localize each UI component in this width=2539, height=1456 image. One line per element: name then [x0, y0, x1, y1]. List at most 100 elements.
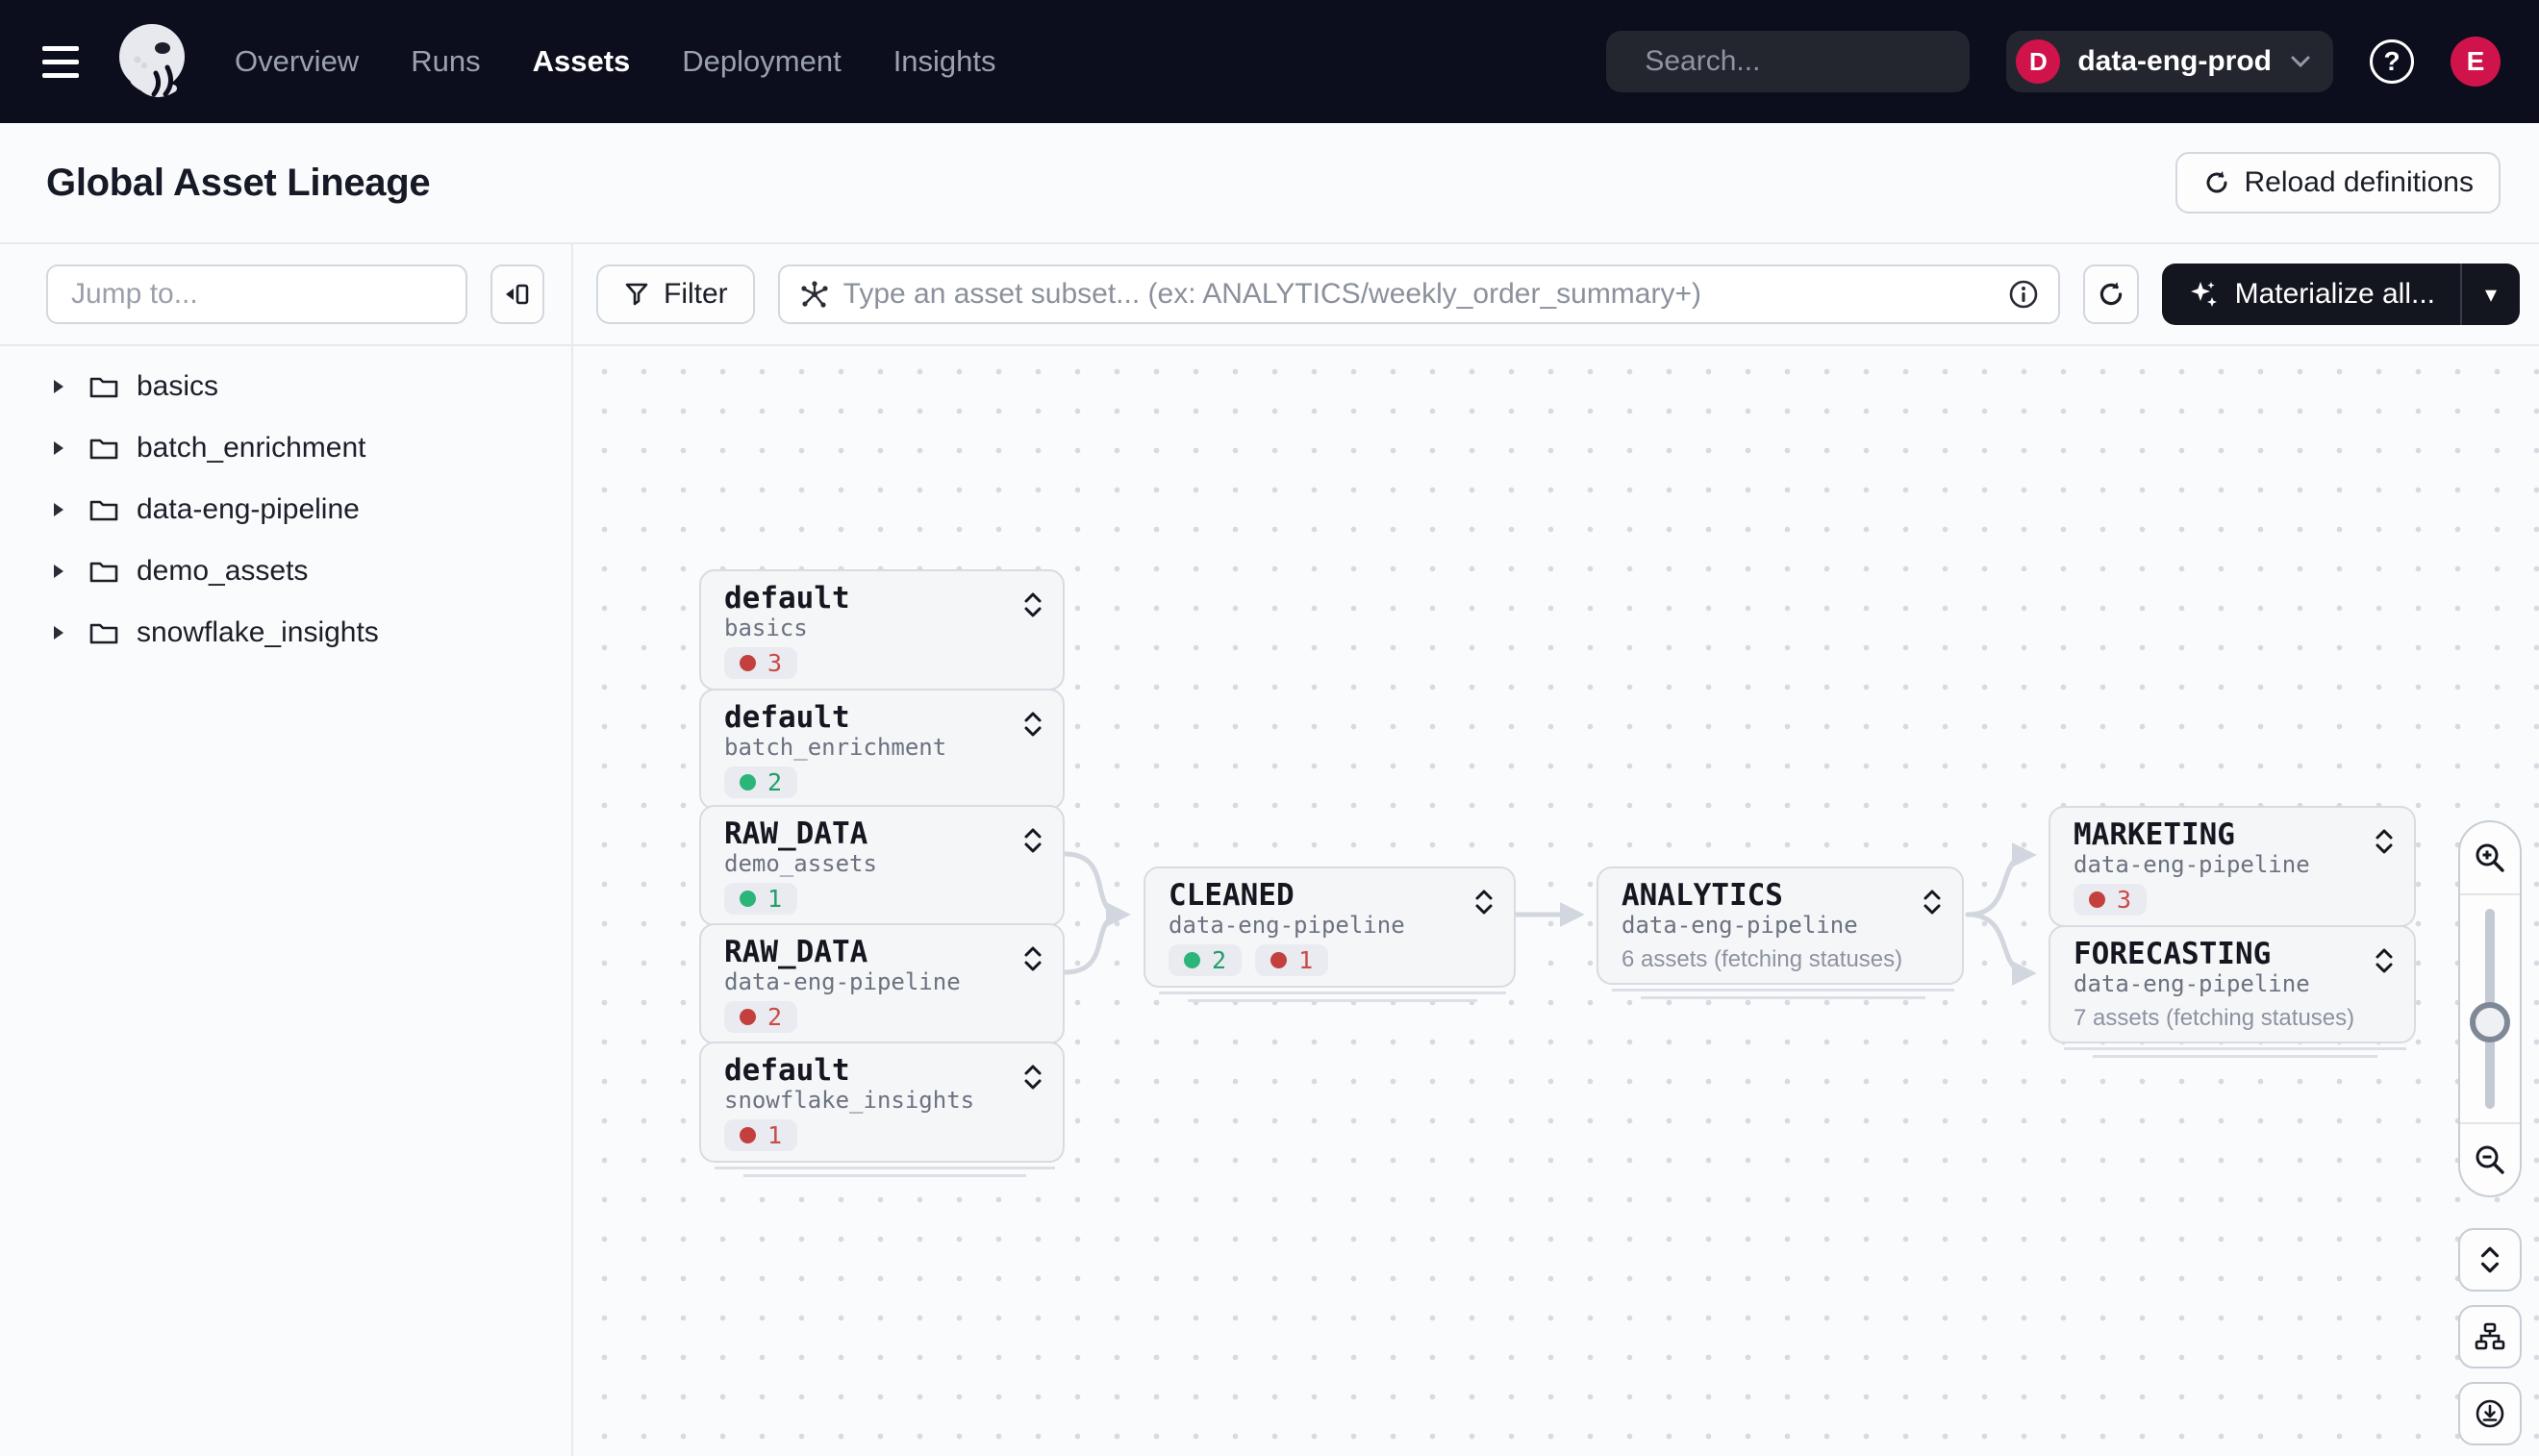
folder-icon — [88, 496, 119, 523]
graph-toolbar: Filter — [573, 244, 2539, 344]
group-node-subtitle: snowflake_insights — [724, 1087, 975, 1114]
group-label: data-eng-pipeline — [137, 493, 360, 525]
caret-down-icon: ▾ — [2484, 281, 2498, 308]
materialize-all-label: Materialize all... — [2234, 278, 2435, 310]
asset-subset-input[interactable] — [842, 278, 1995, 311]
group-node-default-snowflake-insights[interactable]: default snowflake_insights 1 — [699, 1042, 1065, 1177]
zoom-out-icon — [2476, 1145, 2504, 1174]
collapse-panel-icon — [506, 284, 529, 305]
group-node-title: RAW_DATA — [724, 935, 868, 969]
group-node-cleaned[interactable]: CLEANED data-eng-pipeline 2 1 — [1144, 866, 1516, 1002]
folder-icon — [88, 619, 119, 646]
expand-group-icon[interactable] — [1020, 944, 1045, 973]
group-node-marketing[interactable]: MARKETING data-eng-pipeline 3 — [2049, 806, 2416, 941]
expand-group-icon[interactable] — [1020, 826, 1045, 855]
lineage-canvas[interactable]: default basics 3 default batch_enrichmen… — [573, 346, 2539, 1456]
nav-runs[interactable]: Runs — [411, 44, 481, 78]
expand-group-icon[interactable] — [2372, 827, 2397, 856]
sidebar-item-snowflake-insights[interactable]: snowflake_insights — [0, 602, 571, 664]
stack-line — [743, 1174, 1026, 1177]
caret-right-icon[interactable] — [50, 439, 71, 458]
materialize-options-button[interactable]: ▾ — [2460, 264, 2520, 325]
group-node-forecasting[interactable]: FORECASTING data-eng-pipeline 7 assets (… — [2049, 925, 2416, 1058]
success-dot-icon — [1184, 952, 1200, 968]
download-image-button[interactable] — [2458, 1382, 2522, 1445]
page-header: Global Asset Lineage Reload definitions — [0, 123, 2539, 244]
filter-label: Filter — [664, 278, 728, 310]
zoom-out-button[interactable] — [2460, 1122, 2520, 1195]
zoom-slider-handle[interactable] — [2470, 1002, 2510, 1043]
zoom-in-icon — [2476, 843, 2504, 872]
relayout-graph-button[interactable] — [2458, 1305, 2522, 1368]
caret-right-icon[interactable] — [50, 377, 71, 396]
sidebar-item-basics[interactable]: basics — [0, 356, 571, 417]
group-node-default-batch-enrichment[interactable]: default batch_enrichment 2 — [699, 689, 1065, 824]
collapse-sidebar-button[interactable] — [490, 264, 544, 324]
info-icon[interactable] — [2008, 279, 2039, 310]
expand-group-icon[interactable] — [1020, 710, 1045, 739]
nav-assets[interactable]: Assets — [532, 44, 631, 78]
group-node-default-basics[interactable]: default basics 3 — [699, 569, 1065, 705]
stack-line — [1159, 992, 1506, 994]
sidebar-item-demo-assets[interactable]: demo_assets — [0, 540, 571, 602]
hamburger-menu-icon[interactable] — [42, 40, 85, 83]
asset-graph-icon — [801, 281, 828, 308]
nav-deployment[interactable]: Deployment — [682, 44, 842, 78]
reload-definitions-button[interactable]: Reload definitions — [2174, 152, 2501, 213]
zoom-in-button[interactable] — [2460, 822, 2520, 895]
materialize-all-button[interactable]: Materialize all... — [2162, 264, 2460, 325]
expand-group-icon[interactable] — [1020, 590, 1045, 619]
folder-icon — [88, 558, 119, 585]
group-label: snowflake_insights — [137, 616, 379, 648]
global-search[interactable]: / — [1606, 31, 2040, 92]
group-node-rawdata-data-eng-pipeline[interactable]: RAW_DATA data-eng-pipeline 2 — [699, 923, 1065, 1059]
caret-right-icon[interactable] — [50, 562, 71, 581]
fetching-statuses-text: 7 assets (fetching statuses) — [2074, 1005, 2355, 1031]
group-node-title: default — [724, 700, 850, 735]
filter-button[interactable]: Filter — [596, 264, 755, 324]
status-badge: 3 — [2074, 884, 2148, 916]
expand-group-icon[interactable] — [2372, 946, 2397, 975]
help-icon[interactable]: ? — [2370, 39, 2414, 84]
deployment-switcher[interactable]: D data-eng-prod — [2006, 31, 2333, 92]
chevron-down-icon — [2291, 56, 2310, 68]
search-input[interactable] — [1645, 45, 2017, 78]
lineage-toolbar: Filter — [0, 244, 2539, 346]
group-node-rawdata-demo-assets[interactable]: RAW_DATA demo_assets 1 — [699, 805, 1065, 941]
group-node-subtitle: data-eng-pipeline — [724, 968, 961, 995]
status-badge: 2 — [724, 1001, 798, 1033]
sidebar-item-batch-enrichment[interactable]: batch_enrichment — [0, 417, 571, 479]
expand-group-icon[interactable] — [1920, 888, 1945, 916]
expand-group-icon[interactable] — [1020, 1063, 1045, 1092]
status-badge: 2 — [1169, 944, 1243, 976]
group-node-subtitle: demo_assets — [724, 850, 877, 877]
user-avatar[interactable]: E — [2451, 37, 2501, 87]
refresh-graph-button[interactable] — [2082, 264, 2139, 324]
sparkle-icon — [2190, 282, 2217, 307]
expand-group-icon[interactable] — [1471, 888, 1496, 916]
status-badge: 1 — [724, 1119, 798, 1151]
group-node-subtitle: data-eng-pipeline — [2074, 851, 2310, 878]
group-node-subtitle: data-eng-pipeline — [1621, 912, 1858, 939]
nav-insights[interactable]: Insights — [892, 44, 996, 78]
stack-line — [2093, 1055, 2377, 1058]
jump-to-input[interactable] — [46, 264, 467, 324]
stack-line — [1641, 996, 1925, 999]
sidebar-item-data-eng-pipeline[interactable]: data-eng-pipeline — [0, 479, 571, 540]
deployment-badge: D — [2016, 39, 2061, 84]
unfold-icon — [2480, 1246, 2500, 1273]
group-node-title: ANALYTICS — [1621, 878, 1783, 913]
expand-collapse-all-button[interactable] — [2458, 1228, 2522, 1292]
stack-line — [2064, 1047, 2406, 1050]
refresh-icon — [2099, 282, 2122, 306]
hierarchy-icon — [2475, 1322, 2505, 1350]
caret-right-icon[interactable] — [50, 623, 71, 642]
primary-nav: Overview Runs Assets Deployment Insights — [235, 44, 996, 79]
group-node-subtitle: basics — [724, 615, 808, 641]
caret-right-icon[interactable] — [50, 500, 71, 519]
zoom-slider[interactable] — [2460, 895, 2520, 1122]
group-node-title: CLEANED — [1169, 878, 1295, 913]
group-node-analytics[interactable]: ANALYTICS data-eng-pipeline 6 assets (fe… — [1596, 866, 1964, 999]
nav-overview[interactable]: Overview — [235, 44, 360, 78]
success-dot-icon — [740, 774, 756, 791]
